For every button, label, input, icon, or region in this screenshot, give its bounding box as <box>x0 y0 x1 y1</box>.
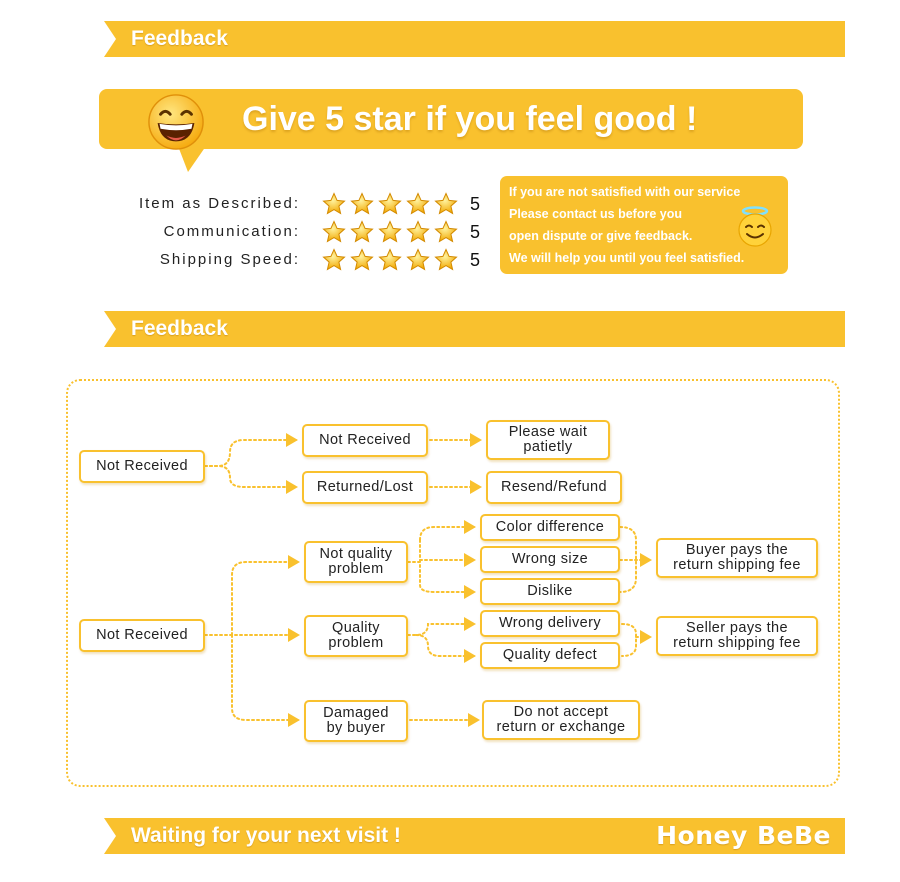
rating-label: Communication: <box>163 223 300 240</box>
node-not-received-root-1: Not Received <box>79 450 205 483</box>
node-not-received-branch: Not Received <box>302 424 428 457</box>
section-title: Feedback <box>131 317 228 340</box>
node-label: by buyer <box>326 720 386 736</box>
node-quality-defect: Quality defect <box>480 642 620 669</box>
node-wrong-delivery: Wrong delivery <box>480 610 620 637</box>
node-label: Resend/Refund <box>501 479 607 495</box>
hero-bubble-tail <box>178 146 206 172</box>
node-label: Please wait <box>508 424 588 440</box>
brand-logo: Honey BeBe <box>656 821 831 850</box>
node-label: problem <box>328 635 384 651</box>
star-icon <box>378 220 402 243</box>
node-label: problem <box>328 561 384 577</box>
star-icon <box>350 192 374 215</box>
rating-label: Item as Described: <box>138 195 300 212</box>
node-label: Not Received <box>96 627 188 643</box>
hero-bubble: Give 5 star if you feel good ! <box>99 89 803 149</box>
rating-value: 5 <box>470 194 481 214</box>
star-icon <box>350 248 374 271</box>
node-label: Not Received <box>319 432 411 448</box>
notice-line: We will help you until you feel satisfie… <box>509 251 745 265</box>
node-returned-lost: Returned/Lost <box>302 471 428 504</box>
node-label: Wrong size <box>511 551 589 567</box>
node-label: Do not accept <box>513 704 609 720</box>
star-icon <box>434 192 458 215</box>
node-label: Quality <box>332 620 380 636</box>
rating-value: 5 <box>470 222 481 242</box>
star-icon <box>322 220 346 243</box>
star-icon <box>378 192 402 215</box>
node-label: Damaged <box>323 705 389 721</box>
rating-label: Shipping Speed: <box>159 251 300 268</box>
node-label: return or exchange <box>496 719 626 735</box>
node-label: return shipping fee <box>673 557 801 573</box>
node-label: Wrong delivery <box>498 615 602 631</box>
node-label: patietly <box>523 439 573 455</box>
star-icon <box>406 192 430 215</box>
section-banner-feedback-top: Feedback <box>104 21 845 57</box>
node-label: Seller pays the <box>686 620 788 636</box>
notice-line: open dispute or give feedback. <box>509 229 693 243</box>
node-label: return shipping fee <box>673 635 801 651</box>
star-icon <box>350 220 374 243</box>
star-icon <box>322 192 346 215</box>
star-icon <box>434 220 458 243</box>
node-label: Buyer pays the <box>685 542 789 558</box>
node-color-difference: Color difference <box>480 514 620 541</box>
notice-line: If you are not satisfied with our servic… <box>509 185 741 199</box>
node-label: Returned/Lost <box>316 479 414 495</box>
star-icon <box>406 248 430 271</box>
grinning-face-icon <box>148 94 204 150</box>
node-label: Quality defect <box>502 647 598 663</box>
section-banner-feedback: Feedback <box>104 311 845 347</box>
star-icon <box>322 248 346 271</box>
star-icon <box>378 248 402 271</box>
node-wrong-size: Wrong size <box>480 546 620 573</box>
footer-slogan: Waiting for your next visit ! <box>131 824 401 847</box>
star-icon <box>406 220 430 243</box>
angel-face-icon <box>738 206 772 247</box>
rating-value: 5 <box>470 250 481 270</box>
node-not-received-root-2: Not Received <box>79 619 205 652</box>
hero-text: Give 5 star if you feel good ! <box>242 100 698 138</box>
node-label: Dislike <box>527 583 573 599</box>
node-label: Not quality <box>319 546 393 562</box>
footer-banner: Waiting for your next visit ! Honey BeBe <box>104 818 845 854</box>
node-dislike: Dislike <box>480 578 620 605</box>
notice-line: Please contact us before you <box>509 207 682 221</box>
node-label: Color difference <box>495 519 605 535</box>
star-icon <box>434 248 458 271</box>
node-resend-refund: Resend/Refund <box>486 471 622 504</box>
node-label: Not Received <box>96 458 188 474</box>
section-title: Feedback <box>131 27 228 50</box>
flowchart-frame <box>66 379 840 787</box>
